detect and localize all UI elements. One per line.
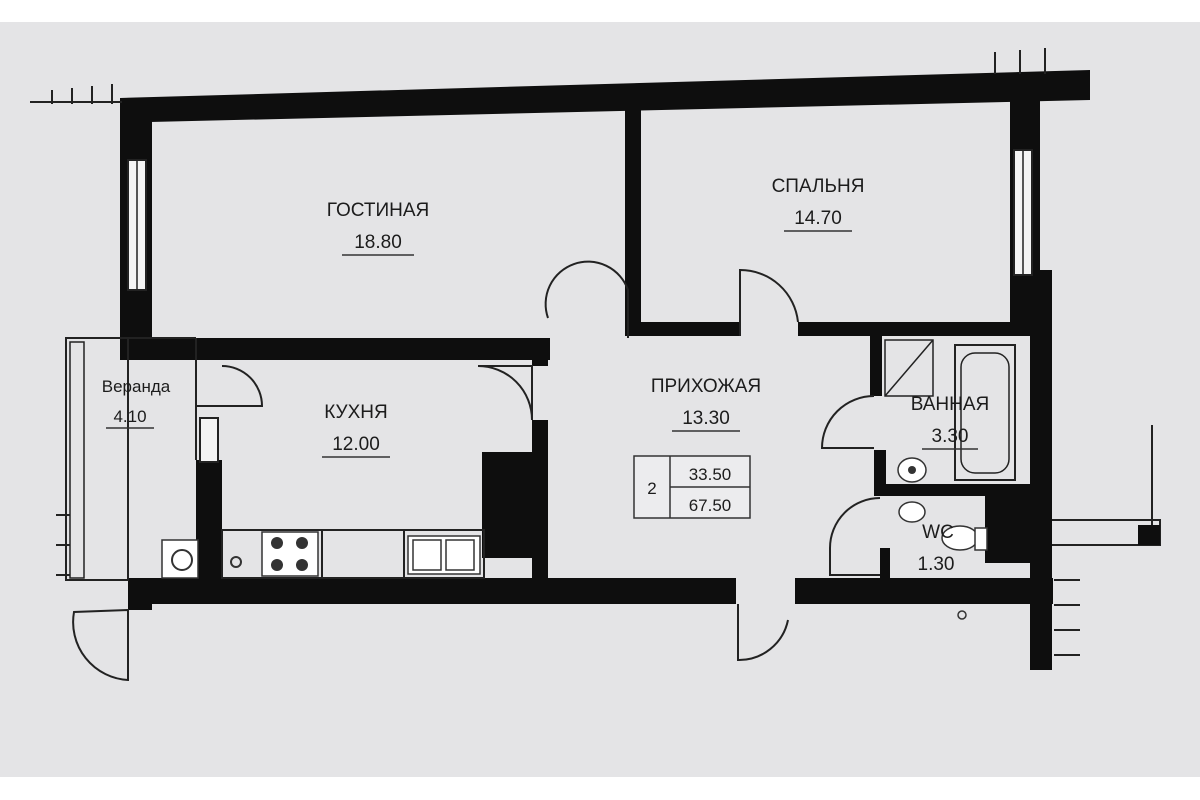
door-bedroom	[739, 268, 799, 336]
wall-right-lower	[1030, 270, 1052, 670]
room-area-bedroom: 14.70	[794, 208, 842, 229]
room-area-kitchen: 12.00	[332, 434, 380, 455]
veranda-glazing	[69, 341, 85, 579]
wall-veranda-kitchen	[196, 460, 222, 580]
wc-sink	[898, 501, 926, 523]
doors	[72, 260, 881, 682]
room-label-veranda: Веранда 4.10	[102, 377, 171, 429]
veranda-outline	[65, 337, 129, 581]
room-name-living: ГОСТИНАЯ	[327, 200, 429, 221]
room-label-bedroom: СПАЛЬНЯ 14.70	[772, 176, 865, 232]
room-area-bathroom: 3.30	[932, 426, 969, 447]
door-veranda-exit	[72, 608, 129, 682]
wall-top	[120, 70, 1090, 122]
veranda-ticks	[56, 514, 70, 576]
room-label-living: ГОСТИНАЯ 18.80	[327, 200, 429, 256]
summary-living-area: 33.50	[689, 465, 732, 484]
wall-wc-right-box	[985, 491, 1035, 563]
room-name-kitchen: КУХНЯ	[324, 402, 387, 423]
door-entrance	[737, 604, 789, 662]
wall-bath-left-top	[870, 336, 882, 396]
wall-wc-left	[880, 548, 890, 578]
door-veranda	[196, 365, 264, 407]
paper-background	[0, 22, 1200, 777]
dim-ticks-right	[1054, 579, 1080, 656]
room-area-wc: 1.30	[918, 554, 955, 575]
room-name-bedroom: СПАЛЬНЯ	[772, 176, 865, 197]
door-kitchen	[477, 365, 533, 421]
walls	[120, 70, 1090, 670]
wall-living-bedroom	[625, 98, 641, 330]
fixtures	[161, 457, 988, 620]
stove	[261, 531, 319, 577]
toilet	[941, 525, 988, 551]
veranda-appliance	[161, 539, 242, 579]
wall-living-bottom	[120, 338, 550, 360]
room-label-kitchen: КУХНЯ 12.00	[322, 402, 390, 458]
wall-bottom-right	[795, 578, 1053, 604]
room-name-veranda: Веранда	[102, 377, 171, 396]
dim-ticks-top-left	[51, 84, 113, 104]
dim-ticks-top-right	[994, 48, 1046, 74]
kitchen-counter	[221, 529, 485, 579]
summary-total-area: 67.50	[689, 496, 732, 515]
summary-rooms-count: 2	[647, 479, 656, 498]
room-label-hallway: ПРИХОЖАЯ 13.30	[651, 376, 761, 432]
wall-veranda-corner	[128, 580, 152, 610]
washbasin	[897, 457, 927, 483]
kitchen-sink	[407, 535, 481, 575]
room-name-wc: WC	[922, 522, 954, 543]
wall-bedroom-bottom-left	[625, 322, 740, 336]
room-label-wc: WC 1.30	[918, 522, 955, 575]
shower-box	[884, 339, 934, 397]
wall-kitchen-niche	[482, 452, 542, 558]
wall-bottom-left	[128, 578, 736, 604]
room-name-hallway: ПРИХОЖАЯ	[651, 376, 761, 397]
room-label-bathroom: ВАННАЯ 3.30	[911, 394, 990, 450]
wall-kitchen-hall-top	[532, 338, 548, 366]
area-summary-box: 2 33.50 67.50	[633, 455, 751, 519]
thin-lines	[30, 48, 1161, 656]
door-living	[544, 260, 629, 338]
bathtub	[954, 344, 1016, 481]
wall-bedroom-bottom-right	[798, 322, 1033, 336]
room-area-living: 18.80	[354, 232, 402, 253]
window-veranda-kitchen	[199, 417, 219, 463]
room-name-bathroom: ВАННАЯ	[911, 394, 990, 415]
wall-bath-left-bottom	[874, 450, 886, 490]
room-area-veranda: 4.10	[113, 407, 146, 426]
door-wc	[829, 497, 881, 576]
door-bathroom	[820, 395, 875, 449]
room-area-hallway: 13.30	[682, 408, 730, 429]
